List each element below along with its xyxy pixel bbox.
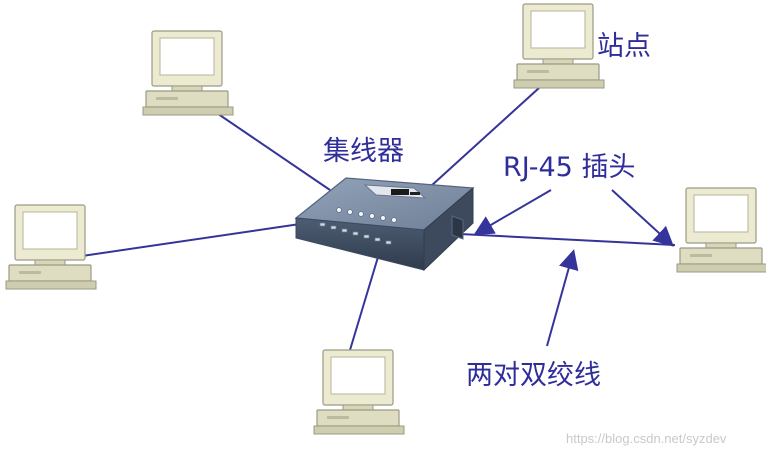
hub-label: 集线器	[323, 136, 404, 167]
rj45-arrow-left	[473, 189, 552, 236]
rj45-arrow-right	[611, 189, 674, 247]
twisted-pair-label: 两对双绞线	[466, 360, 601, 391]
link-top-right-station	[419, 77, 551, 197]
twisted-pair-arrow	[546, 249, 579, 347]
station-top-right	[513, 3, 605, 89]
hub-device	[294, 177, 475, 272]
link-left-station	[81, 223, 301, 257]
link-bottom-station	[349, 256, 379, 351]
rj45-label: RJ-45 插头	[503, 152, 635, 183]
link-right-station	[459, 233, 676, 246]
station-left	[5, 204, 97, 290]
station-bottom	[313, 349, 405, 435]
hub-lower-row	[319, 222, 392, 245]
link-top-left-station	[204, 104, 331, 191]
hub-led-row	[336, 207, 397, 223]
station-label: 站点	[597, 31, 651, 62]
watermark-text: https://blog.csdn.net/syzdev	[566, 431, 727, 446]
station-top-left	[142, 30, 234, 116]
station-right	[676, 187, 766, 273]
